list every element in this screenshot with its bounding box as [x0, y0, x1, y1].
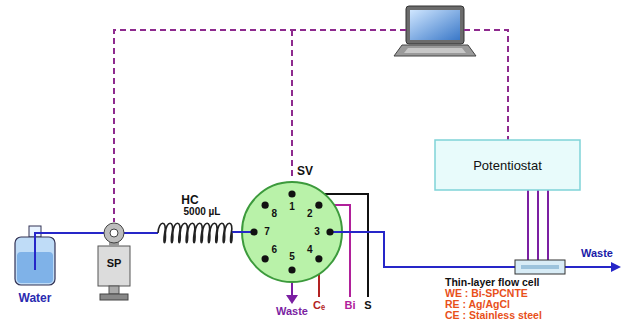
port-number: 3 [314, 227, 320, 237]
node-label: Potentiostat [473, 159, 542, 172]
port-number: 5 [289, 252, 295, 262]
flow-cell-outline [515, 260, 565, 274]
flow-line [344, 232, 515, 267]
water-bottle-outline [12, 226, 58, 286]
holding-coil-outline [158, 222, 232, 244]
selection-valve-outline [240, 180, 344, 284]
node-label: Water [19, 292, 52, 304]
potentiostat-box: Potentiostat [435, 140, 580, 190]
node-label: HC [181, 194, 198, 206]
laptop-computer [394, 6, 476, 56]
port-number: 4 [307, 245, 313, 255]
selection-valve: SV12345678 [240, 180, 344, 284]
node-label: WE : Bi-SPCNTE [445, 288, 528, 299]
port-number: 7 [264, 227, 270, 237]
node-label: CE : Stainless steel [445, 310, 542, 321]
flow-line [232, 231, 240, 233]
water-bottle: Water [12, 226, 58, 286]
node-label: RE : Ag/AgCl [445, 299, 510, 310]
waste-label: Waste [276, 306, 308, 317]
port-number: 8 [272, 209, 278, 219]
port-label: Cₑ [313, 300, 325, 311]
electrode-lead [537, 190, 539, 260]
holding-coil: HC5000 µL [158, 222, 232, 244]
electrode-lead [528, 190, 548, 260]
arrow-head [611, 262, 621, 272]
arrow-head [286, 295, 298, 304]
outlet-line [565, 266, 612, 268]
node-label: 5000 µL [184, 207, 221, 217]
port-label: S [364, 300, 371, 311]
waste-label: Waste [581, 248, 613, 259]
node-label: SP [107, 258, 122, 269]
port-number: 6 [272, 245, 278, 255]
syringe-pump: SP [96, 222, 132, 300]
flow-cell: Thin-layer flow cellWE : Bi-SPCNTERE : A… [515, 260, 565, 274]
flow-line [58, 232, 96, 234]
port-number: 1 [289, 202, 295, 212]
node-label: SV [297, 165, 313, 177]
node-label: Thin-layer flow cell [445, 277, 540, 288]
port-label: Bi [345, 300, 356, 311]
port-number: 2 [307, 209, 313, 219]
flow-line [132, 232, 158, 234]
